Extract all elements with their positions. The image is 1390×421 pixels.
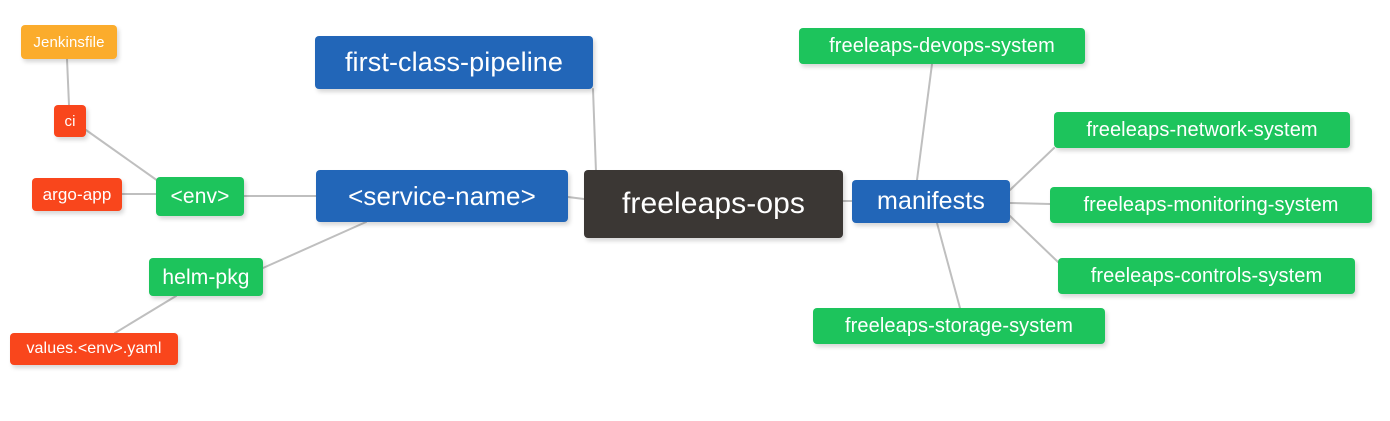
node-env[interactable]: <env> (156, 177, 244, 216)
node-argo-app[interactable]: argo-app (32, 178, 122, 211)
edge-ci-to-jenkinsfile (66, 58, 70, 106)
node-ci[interactable]: ci (54, 105, 86, 137)
node-freeleaps-ops[interactable]: freeleaps-ops (584, 170, 843, 238)
edge-freeleaps-ops-to-first-class-pipeline (592, 88, 597, 173)
edge-service-name-to-helm-pkg (262, 221, 367, 269)
node-freeleaps-network-system[interactable]: freeleaps-network-system (1054, 112, 1350, 148)
node-freeleaps-controls-system[interactable]: freeleaps-controls-system (1058, 258, 1355, 294)
node-service-name[interactable]: <service-name> (316, 170, 568, 222)
edge-env-to-ci (85, 129, 159, 182)
node-manifests[interactable]: manifests (852, 180, 1010, 223)
node-first-class-pipeline[interactable]: first-class-pipeline (315, 36, 593, 89)
node-freeleaps-devops-system[interactable]: freeleaps-devops-system (799, 28, 1085, 64)
node-jenkinsfile[interactable]: Jenkinsfile (21, 25, 117, 59)
edge-manifests-to-freeleaps-controls-system (1009, 215, 1059, 263)
node-helm-pkg[interactable]: helm-pkg (149, 258, 263, 296)
edge-manifests-to-freeleaps-storage-system (936, 222, 961, 309)
edge-freeleaps-ops-to-service-name (567, 196, 585, 200)
node-values-env-yaml[interactable]: values.<env>.yaml (10, 333, 178, 365)
node-freeleaps-storage-system[interactable]: freeleaps-storage-system (813, 308, 1105, 344)
node-freeleaps-monitoring-system[interactable]: freeleaps-monitoring-system (1050, 187, 1372, 223)
edge-manifests-to-freeleaps-network-system (1009, 147, 1055, 191)
edge-manifests-to-freeleaps-monitoring-system (1009, 202, 1051, 205)
edge-manifests-to-freeleaps-devops-system (916, 63, 933, 181)
edge-helm-pkg-to-values-env-yaml (114, 295, 177, 334)
